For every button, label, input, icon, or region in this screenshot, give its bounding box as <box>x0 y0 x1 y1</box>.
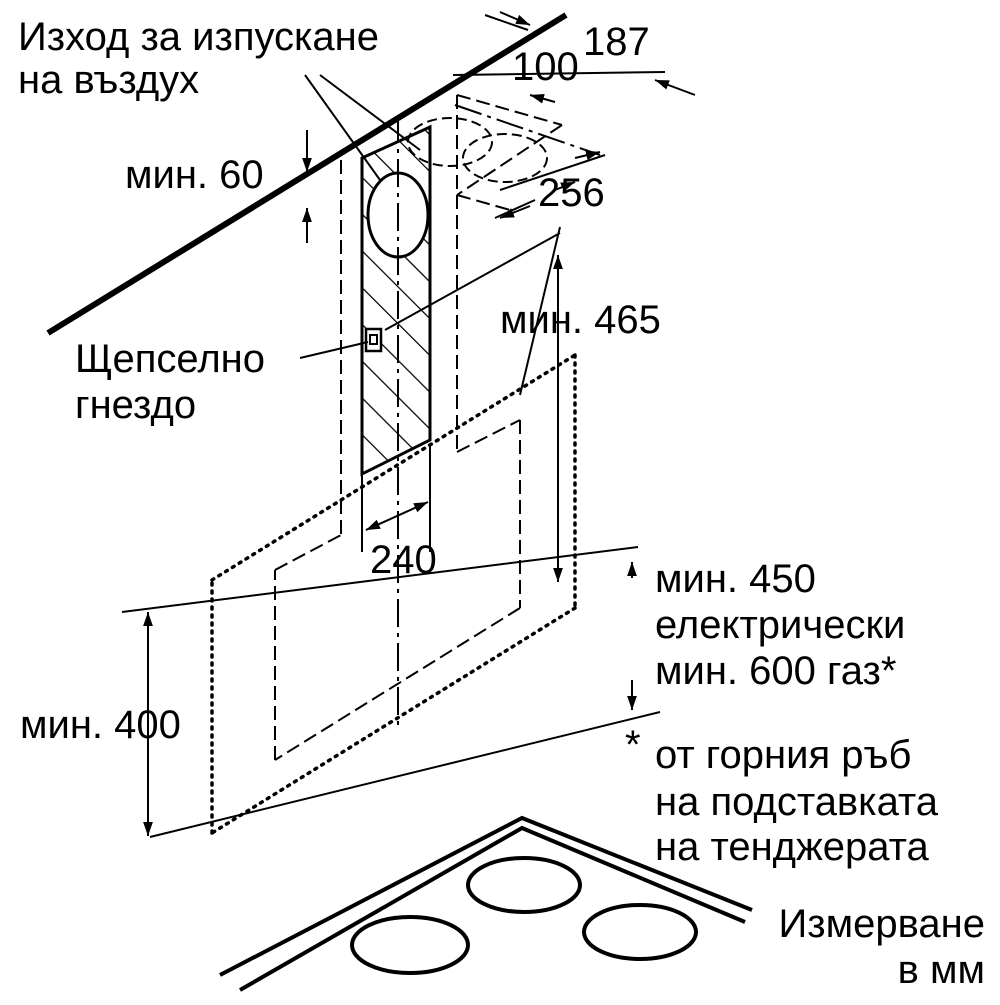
dim-187-label: 187 <box>583 20 650 64</box>
min-450-label-line2: електрически <box>655 603 905 647</box>
units-label-line1: Измерване <box>779 902 985 946</box>
ceiling-line <box>46 12 568 336</box>
dim-256-label: 256 <box>538 171 605 215</box>
air-outlet-label-line2: на въздух <box>18 58 199 102</box>
min-60-label: мин. 60 <box>125 153 264 197</box>
cooktop <box>219 815 753 992</box>
min-400-label: мин. 400 <box>20 703 181 747</box>
dim-100-label: 100 <box>512 45 579 89</box>
hood-outline <box>210 353 577 835</box>
min-450-label-line1: мин. 450 <box>655 557 816 601</box>
min-450-label-line3: мин. 600 газ* <box>655 649 896 693</box>
footnote-line2: на подставката <box>655 780 939 824</box>
air-outlet-label-line1: Изход за изпускане <box>18 15 379 59</box>
socket-label-line1: Щепселно <box>75 337 265 381</box>
socket-icon <box>364 327 383 353</box>
dim-240-label: 240 <box>370 538 437 582</box>
units-label-line2: в мм <box>898 948 985 992</box>
footnote-line1: от горния ръб <box>655 733 911 777</box>
socket-label-line2: гнездо <box>75 383 196 427</box>
min-465-label: мин. 465 <box>500 298 661 342</box>
footnote-line3: на тенджерата <box>655 825 929 869</box>
footnote-star: * <box>625 723 641 767</box>
